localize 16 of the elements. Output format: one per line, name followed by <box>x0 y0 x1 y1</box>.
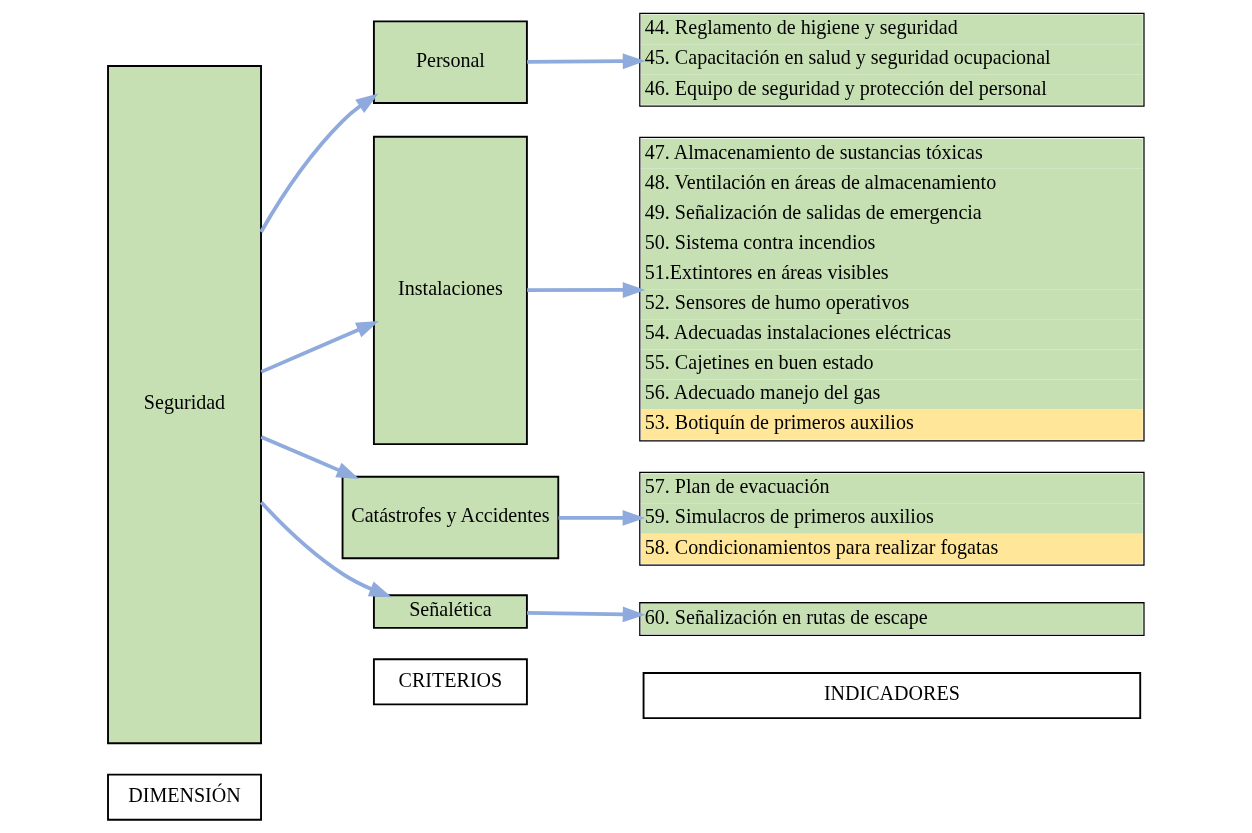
node-box: Seguridad <box>107 65 262 745</box>
arrow <box>259 93 379 233</box>
arrow <box>527 53 646 70</box>
arrow <box>259 500 392 598</box>
node-box: Instalaciones <box>372 135 528 446</box>
node-box: INDICADORES <box>642 672 1142 720</box>
arrow <box>558 510 646 526</box>
node-box: Personal <box>372 20 528 104</box>
node-box: Catástrofes y Accidentes <box>341 475 560 560</box>
node-box: CRITERIOS <box>372 658 528 706</box>
node-box: DIMENSIÓN <box>107 773 262 821</box>
arrow <box>527 282 646 298</box>
arrow <box>527 606 646 623</box>
arrow <box>260 435 360 479</box>
arrow <box>260 320 379 374</box>
node-box: Señalética <box>372 594 528 629</box>
